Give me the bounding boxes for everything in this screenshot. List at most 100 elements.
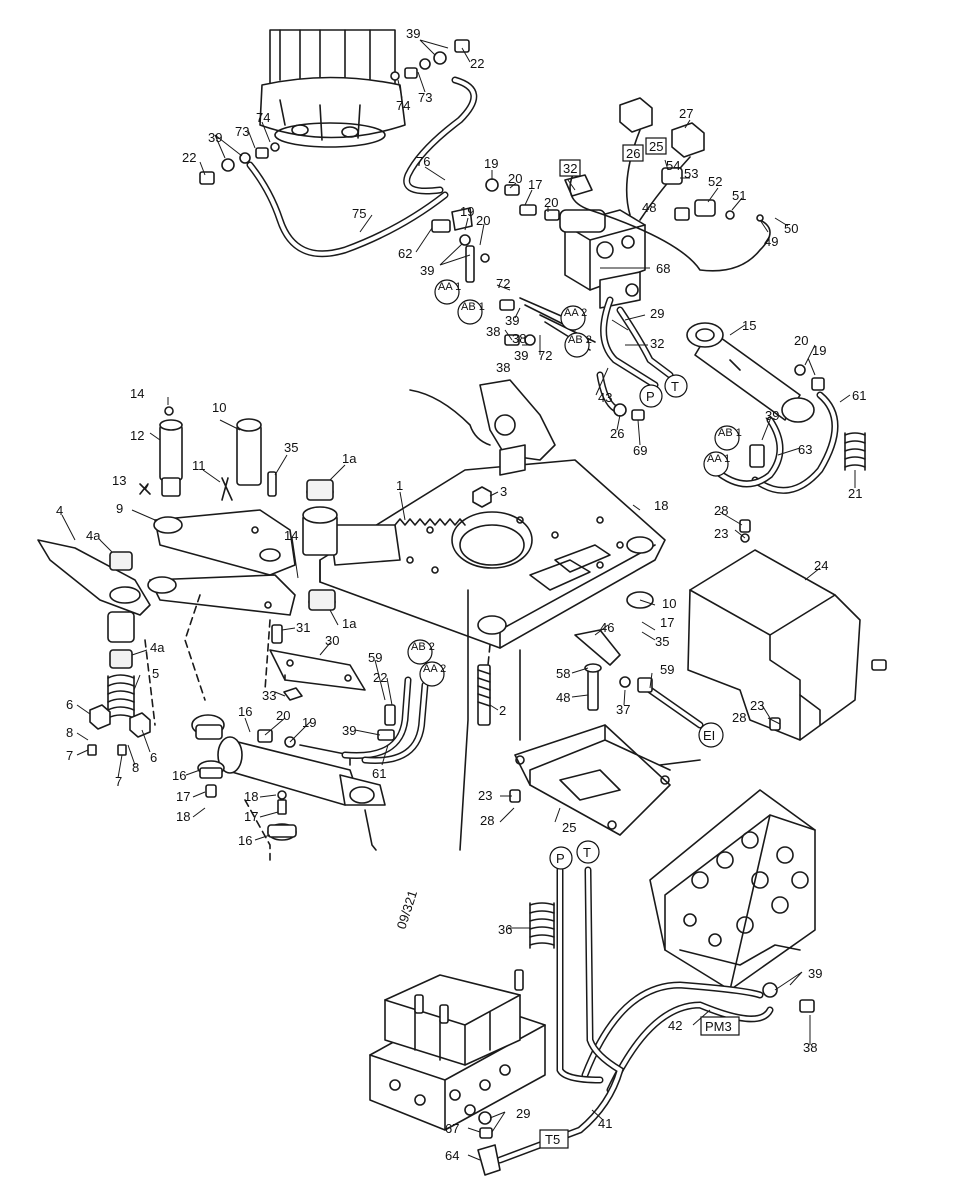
label: 76	[416, 154, 430, 169]
label: 31	[296, 620, 310, 635]
label: 1	[396, 478, 403, 493]
bracket-45	[574, 629, 704, 729]
label: 8	[132, 760, 139, 775]
label: 73	[235, 124, 249, 139]
leader-lines	[61, 39, 856, 1161]
label: 18	[244, 789, 258, 804]
label: 74	[396, 98, 410, 113]
label: 39	[514, 348, 528, 363]
label: 61	[852, 388, 866, 403]
port-label: AA 2	[564, 307, 587, 319]
tag: 25	[649, 139, 663, 154]
port-label: EI	[703, 728, 715, 743]
tag-box	[622, 144, 644, 162]
label: 39	[342, 723, 356, 738]
port-label: T	[583, 845, 591, 860]
label: 16	[172, 768, 186, 783]
label: 24	[814, 558, 828, 573]
label: 48	[556, 690, 570, 705]
label: 72	[538, 348, 552, 363]
label: 10	[662, 596, 676, 611]
hoses-p-t	[496, 866, 625, 1164]
label: 33	[262, 688, 276, 703]
label: 20	[276, 708, 290, 723]
port-markers: AA 1 AB 1 AA 2 AB 2 AB 1 AA 1 AB 2 AA 2 …	[407, 279, 742, 870]
label: 23	[750, 698, 764, 713]
label: 28	[480, 813, 494, 828]
control-valve-block	[649, 789, 816, 991]
label: 62	[398, 246, 412, 261]
label: 2	[499, 703, 506, 718]
tag-box	[539, 1129, 569, 1149]
cylinder-15-lower	[191, 714, 386, 861]
label: 19	[302, 715, 316, 730]
cover-24	[687, 519, 887, 741]
label: 8	[66, 725, 73, 740]
label: 27	[679, 106, 693, 121]
label: 46	[600, 620, 614, 635]
label: 18	[176, 809, 190, 824]
label: 4a	[150, 640, 165, 655]
tag: PM3	[705, 1019, 732, 1034]
diagram-reference: 09/321	[394, 888, 421, 930]
label: 7	[115, 774, 122, 789]
label: 73	[418, 90, 432, 105]
label: 59	[368, 650, 382, 665]
hose-75	[246, 161, 449, 258]
port-label: P	[556, 851, 565, 866]
label: 5	[152, 666, 159, 681]
label: 29	[650, 306, 664, 321]
label: 53	[684, 166, 698, 181]
label: 30	[325, 633, 339, 648]
label: 10	[212, 400, 226, 415]
label: 28	[714, 503, 728, 518]
label: 18	[654, 498, 668, 513]
label: 20	[544, 195, 558, 210]
label: 42	[668, 1018, 682, 1033]
label: 72	[496, 276, 510, 291]
label: 43	[598, 390, 612, 405]
label: 17	[528, 177, 542, 192]
label: 16	[238, 833, 252, 848]
label: 25	[562, 820, 576, 835]
label: 12	[130, 428, 144, 443]
label: 3	[500, 484, 507, 499]
label: 39	[406, 26, 420, 41]
port-label: AA 2	[423, 663, 446, 675]
label: 9	[116, 501, 123, 516]
label: 20	[508, 171, 522, 186]
label: 19	[460, 204, 474, 219]
label: 74	[256, 110, 270, 125]
cylinder-15-upper	[686, 322, 866, 494]
label: 39	[208, 130, 222, 145]
port-label: AB 1	[461, 301, 485, 313]
label: 22	[182, 150, 196, 165]
plate-30	[269, 624, 366, 701]
label: 7	[66, 748, 73, 763]
label: 59	[660, 662, 674, 677]
part-number-labels: 39 22 74 73 39 73 74 22 76 75 19 20 17 2…	[56, 26, 866, 1163]
label: 35	[284, 440, 298, 455]
label: 64	[445, 1148, 459, 1163]
label: 14	[130, 386, 144, 401]
label: 1a	[342, 451, 357, 466]
label: 28	[732, 710, 746, 725]
electrical-connectors	[564, 97, 771, 272]
port-label: AB 2	[568, 334, 592, 346]
label: 6	[150, 750, 157, 765]
valve-stack	[369, 969, 546, 1176]
bolt-2	[459, 589, 521, 851]
label: 52	[708, 174, 722, 189]
label: 36	[498, 922, 512, 937]
tag: 26	[626, 146, 640, 161]
label: 16	[238, 704, 252, 719]
label: 20	[794, 333, 808, 348]
label: 32	[650, 336, 664, 351]
label: 22	[470, 56, 484, 71]
port-label: AB 2	[411, 641, 435, 653]
label: 4a	[86, 528, 101, 543]
port-label: T	[671, 379, 679, 394]
label: 17	[176, 789, 190, 804]
tag-box	[645, 137, 667, 155]
